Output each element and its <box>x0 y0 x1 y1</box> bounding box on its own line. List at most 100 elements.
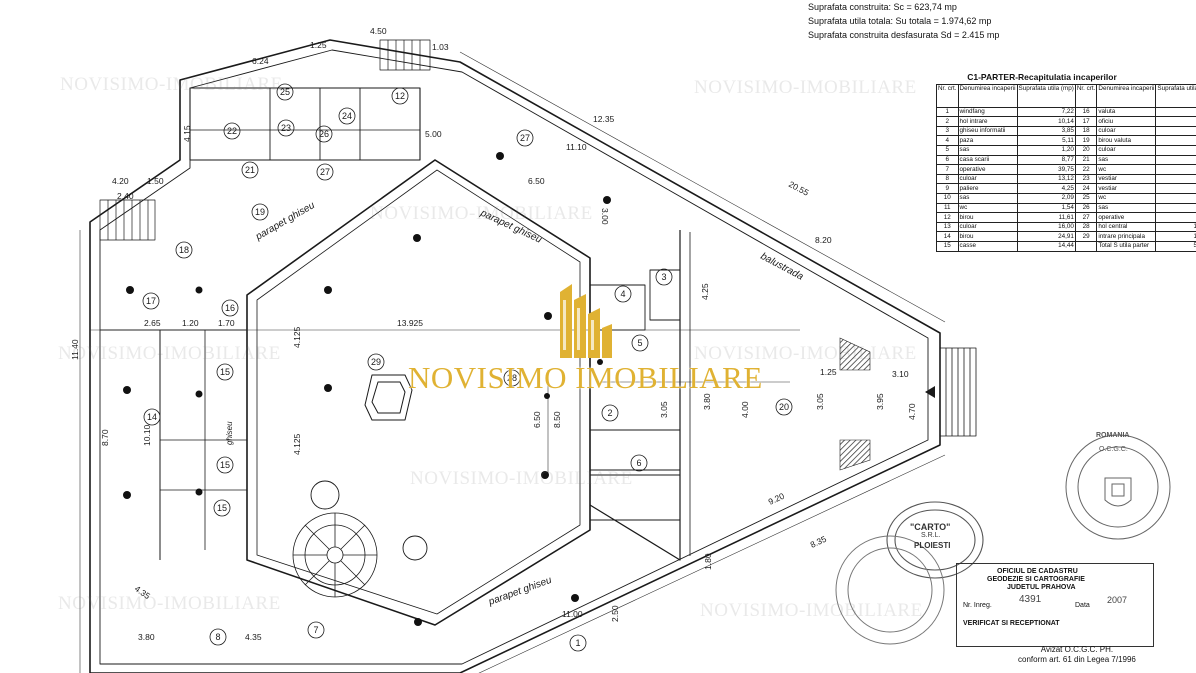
svg-text:1.50: 1.50 <box>147 176 164 186</box>
legend-room-area: 1,20 <box>1016 144 1076 156</box>
watermark: NOVISIMO-IMOBILIARE <box>700 600 923 621</box>
legend-room-area: 24,91 <box>1016 231 1076 242</box>
legend-room-name: sas <box>957 144 1018 156</box>
svg-text:13.925: 13.925 <box>397 318 423 328</box>
svg-text:20.55: 20.55 <box>787 179 811 198</box>
svg-text:10.10: 10.10 <box>142 424 152 446</box>
stamp-box-line2: GEODEZIE SI CARTOGRAFIE <box>987 576 1085 583</box>
svg-text:25: 25 <box>280 87 290 97</box>
outer-wall-inner <box>99 49 929 665</box>
svg-text:21: 21 <box>245 165 255 175</box>
watermark: NOVISIMO-IMOBILIARE <box>60 74 283 95</box>
svg-text:9.20: 9.20 <box>767 491 786 507</box>
legend-room-area: 193,00 <box>1155 221 1196 233</box>
watermark: NOVISIMO-IMOBILIARE <box>694 343 917 364</box>
legend-room-nr: 8 <box>936 173 959 185</box>
svg-text:3.95: 3.95 <box>875 393 885 410</box>
legend-room-nr: 25 <box>1074 192 1098 204</box>
legend-room-name: birou valuta <box>1096 135 1157 146</box>
svg-text:1.20: 1.20 <box>182 318 199 328</box>
legend-room-nr: 13 <box>936 221 959 233</box>
entrance-stair <box>939 347 977 437</box>
room-legend: C1-PARTER-Recapitulatia incaperilor Nr. … <box>936 73 1196 252</box>
svg-text:4: 4 <box>620 289 625 299</box>
legend-room-name: hol central <box>1096 221 1157 233</box>
legend-room-name: wc <box>957 202 1018 214</box>
room-block-top <box>189 87 421 161</box>
svg-text:6: 6 <box>636 458 641 468</box>
watermark: NOVISIMO-IMOBILIARE <box>410 468 633 489</box>
svg-text:4.50: 4.50 <box>370 26 387 36</box>
legend-col-name: Denumirea incaperii <box>1096 83 1157 108</box>
svg-text:5.00: 5.00 <box>425 129 442 139</box>
svg-text:6.24: 6.24 <box>252 56 269 66</box>
legend-room-area: 1,54 <box>1016 202 1076 214</box>
svg-text:11.00: 11.00 <box>562 609 583 619</box>
svg-text:8: 8 <box>215 632 220 642</box>
legend-room-name: vestiar <box>1096 173 1157 185</box>
brand-building-icon <box>560 284 612 358</box>
svg-text:29: 29 <box>371 357 381 367</box>
right-wing <box>589 230 681 561</box>
stamp-box-nr-value: 4391 <box>1019 594 1042 605</box>
svg-text:8.70: 8.70 <box>100 429 110 446</box>
svg-text:4.70: 4.70 <box>907 403 917 420</box>
legend-room-nr: 23 <box>1074 173 1098 185</box>
legend-room-area: 8,77 <box>1016 154 1076 166</box>
svg-text:4.25: 4.25 <box>700 283 710 300</box>
legend-room-area: 2,67 <box>1155 202 1196 214</box>
legend-room-nr: 16 <box>1074 106 1098 118</box>
legend-room-nr: 19 <box>1074 135 1098 146</box>
stamp-box-date-value: 2007 <box>1107 595 1128 605</box>
legend-room-area: 5,44 <box>1155 183 1196 194</box>
legend-room-nr: 11 <box>936 202 959 214</box>
stamp-carto <box>886 501 984 579</box>
approval-line1: Avizat O.C.G.C. PH. <box>1040 645 1114 654</box>
svg-text:6.50: 6.50 <box>532 411 542 428</box>
svg-text:1.25: 1.25 <box>310 40 327 50</box>
legend-room-nr: 22 <box>1074 164 1098 175</box>
legend-room-area: 13,12 <box>1016 173 1076 185</box>
svg-text:15: 15 <box>217 503 227 513</box>
spiral-stair <box>292 512 378 598</box>
svg-text:28: 28 <box>507 373 517 383</box>
legend-room-area: 7,22 <box>1016 106 1076 118</box>
central-hall-outline <box>246 159 591 626</box>
legend-room-name: sas <box>957 192 1018 204</box>
balustrade-label: balustrada <box>759 251 806 283</box>
svg-text:24: 24 <box>342 111 352 121</box>
stamp-carto-city: PLOIESTI <box>914 541 951 550</box>
legend-room-area: 3,47 <box>1155 164 1196 175</box>
legend-room-nr: 18 <box>1074 125 1098 137</box>
svg-text:27: 27 <box>320 167 330 177</box>
central-hall-inner <box>256 169 581 615</box>
svg-text:3.10: 3.10 <box>892 369 909 379</box>
legend-room-name: ghiseu informatii <box>957 125 1018 137</box>
svg-text:4.35: 4.35 <box>245 632 262 642</box>
stair-top-left <box>99 199 156 241</box>
legend-room-name: casse <box>957 240 1018 252</box>
stamp-box-verified: VERIFICAT SI RECEPTIONAT <box>963 620 1060 627</box>
svg-text:2.40: 2.40 <box>117 191 134 201</box>
legend-room-nr: 17 <box>1074 116 1098 127</box>
legend-room-name: wc <box>1096 164 1157 175</box>
legend-room-area: 10,14 <box>1016 116 1076 127</box>
legend-room-name: oficiu <box>1096 116 1157 127</box>
approval-line2: conform art. 61 din Legea 7/1996 <box>1018 655 1136 664</box>
stair-top <box>379 39 431 71</box>
legend-room-nr: 4 <box>936 135 959 146</box>
legend-room-nr: 6 <box>936 154 959 166</box>
legend-room-area: 2,78 <box>1155 154 1196 166</box>
svg-text:4.00: 4.00 <box>740 401 750 418</box>
svg-text:27: 27 <box>520 133 530 143</box>
parapet-label-vertical: ghiseu <box>225 421 234 445</box>
